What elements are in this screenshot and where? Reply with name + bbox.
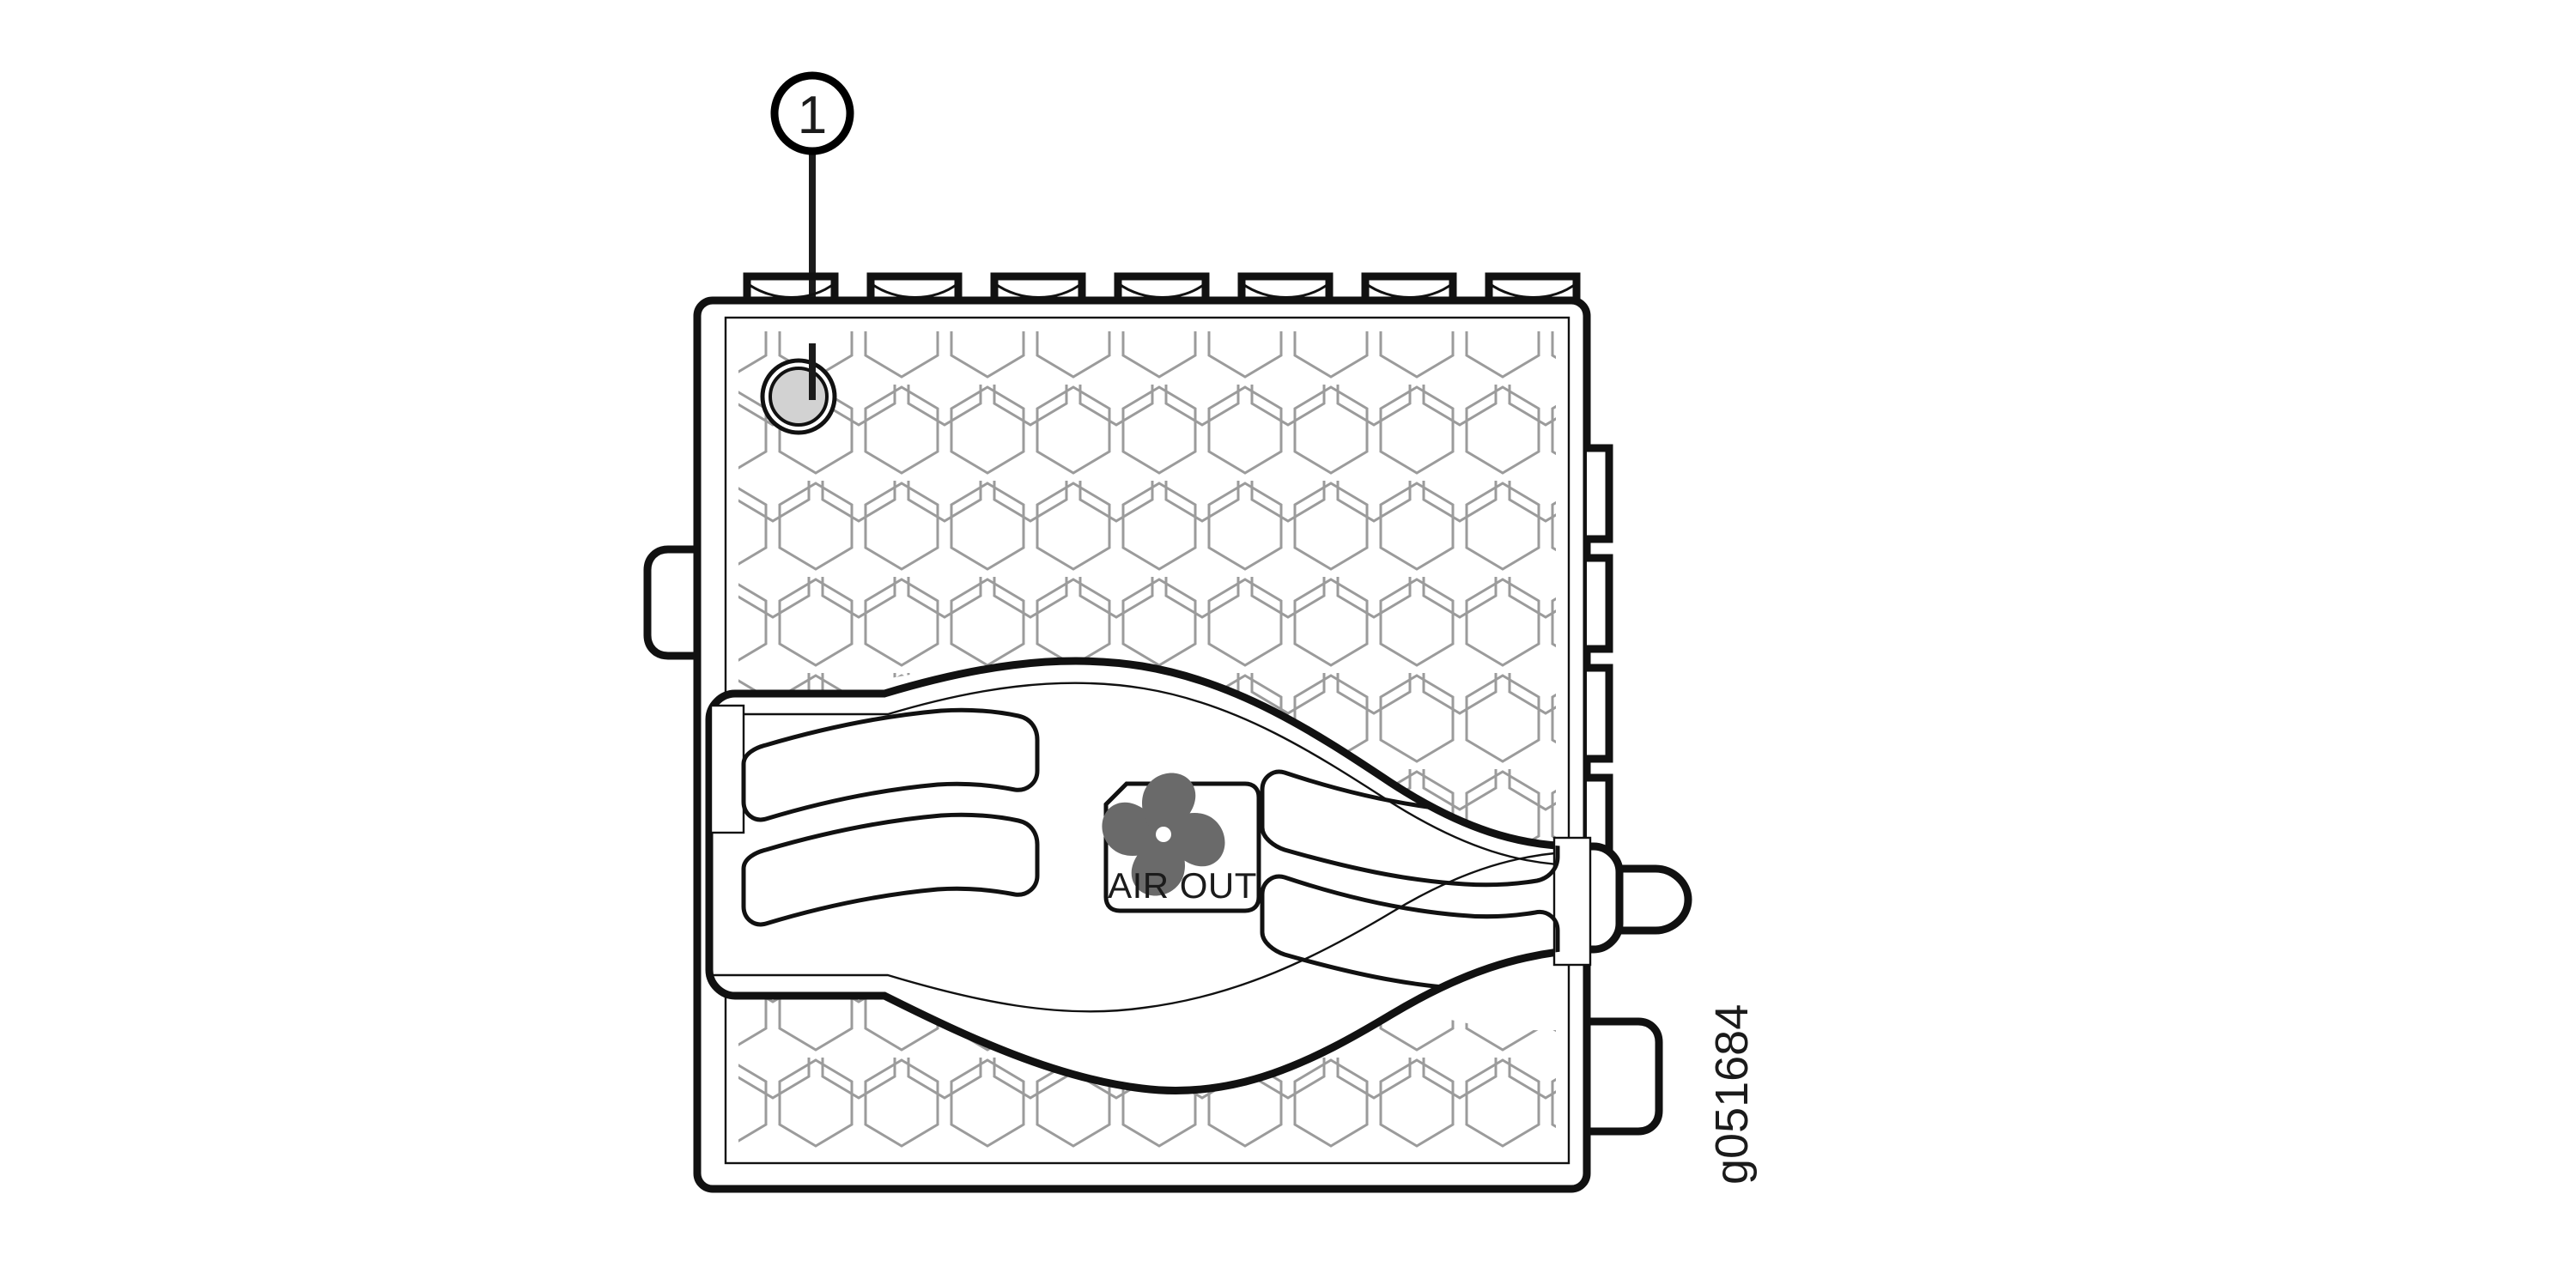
bottom-right-tab (1583, 1017, 1663, 1136)
fan-icon (1102, 773, 1225, 896)
handle-left-notch (709, 704, 745, 834)
handle-slot (741, 812, 1040, 927)
figure-watermark: g051684 (1706, 1004, 1758, 1185)
callout-circle (770, 71, 854, 155)
callout-number: 1 (798, 86, 827, 145)
air-out-label: AIR OUT (1102, 773, 1261, 913)
left-side-tab (643, 545, 702, 660)
handle-right-notch (1552, 836, 1592, 967)
air-out-text: AIR OUT (1108, 865, 1257, 906)
handle-slot (741, 707, 1040, 822)
fan-module-led (760, 358, 837, 435)
fan-module-handle[interactable]: AIR OUT (705, 657, 1624, 1095)
right-edge-brackets (1587, 444, 1613, 873)
handle-slots-left (741, 707, 1040, 927)
